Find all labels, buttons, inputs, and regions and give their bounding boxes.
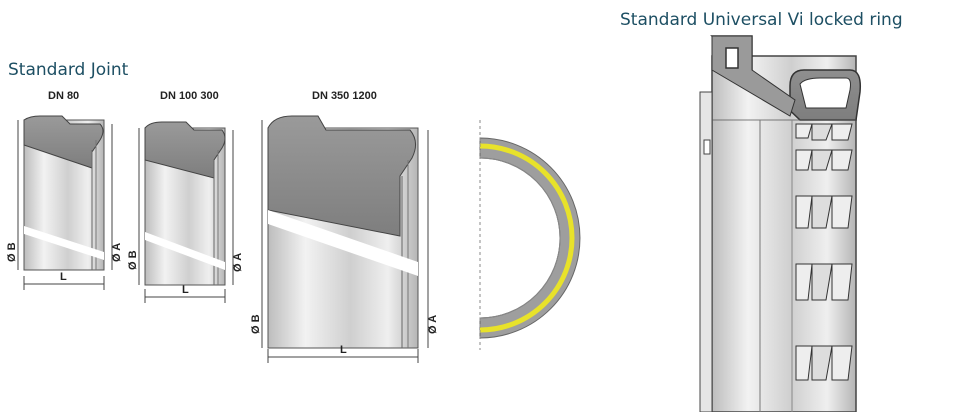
dim-b-dn100-300: Ø B	[127, 250, 139, 270]
pipe-dn350-1200	[261, 115, 429, 363]
gasket-cross-section	[479, 120, 581, 350]
dim-l-dn80: L	[60, 271, 67, 283]
cut-band-dn80	[24, 226, 104, 260]
vi-teeth-row-3	[795, 195, 853, 229]
dn100-300-label: DN 100 300	[160, 90, 219, 102]
pipe-dn80	[17, 115, 113, 290]
dn80-label: DN 80	[48, 90, 80, 102]
gasket-dn350-1200	[267, 115, 416, 237]
dim-a-dn100-300: Ø A	[232, 253, 244, 272]
dim-b-dn350-1200: Ø B	[250, 314, 262, 334]
vi-teeth-row-4	[795, 263, 853, 301]
dim-a-dn80: Ø A	[111, 243, 123, 262]
dim-l-dn350-1200: L	[340, 344, 347, 356]
standard-joint-title: Standard Joint	[8, 60, 129, 80]
cut-band-dn100-300	[145, 232, 225, 270]
vi-locked-ring-diagram	[699, 35, 862, 412]
cut-band-dn350-1200	[268, 210, 418, 276]
seal-ring	[479, 143, 575, 333]
dim-a-dn350-1200: Ø A	[427, 315, 439, 334]
dn350-1200-label: DN 350 1200	[312, 90, 377, 102]
pipe-dn100-300	[138, 121, 234, 303]
vi-ring-slot	[725, 47, 739, 69]
dim-l-dn100-300: L	[182, 284, 189, 296]
dim-b-dn80: Ø B	[6, 242, 18, 262]
gasket-dn100-300	[144, 121, 226, 179]
gasket-dn80	[23, 115, 104, 169]
vi-teeth-row-1	[795, 123, 853, 141]
vi-ring-gasket-seat	[799, 77, 851, 109]
vi-teeth-row-5	[795, 345, 853, 381]
vi-locked-ring-title: Standard Universal Vi locked ring	[620, 10, 903, 30]
vi-teeth-row-2	[795, 149, 853, 171]
